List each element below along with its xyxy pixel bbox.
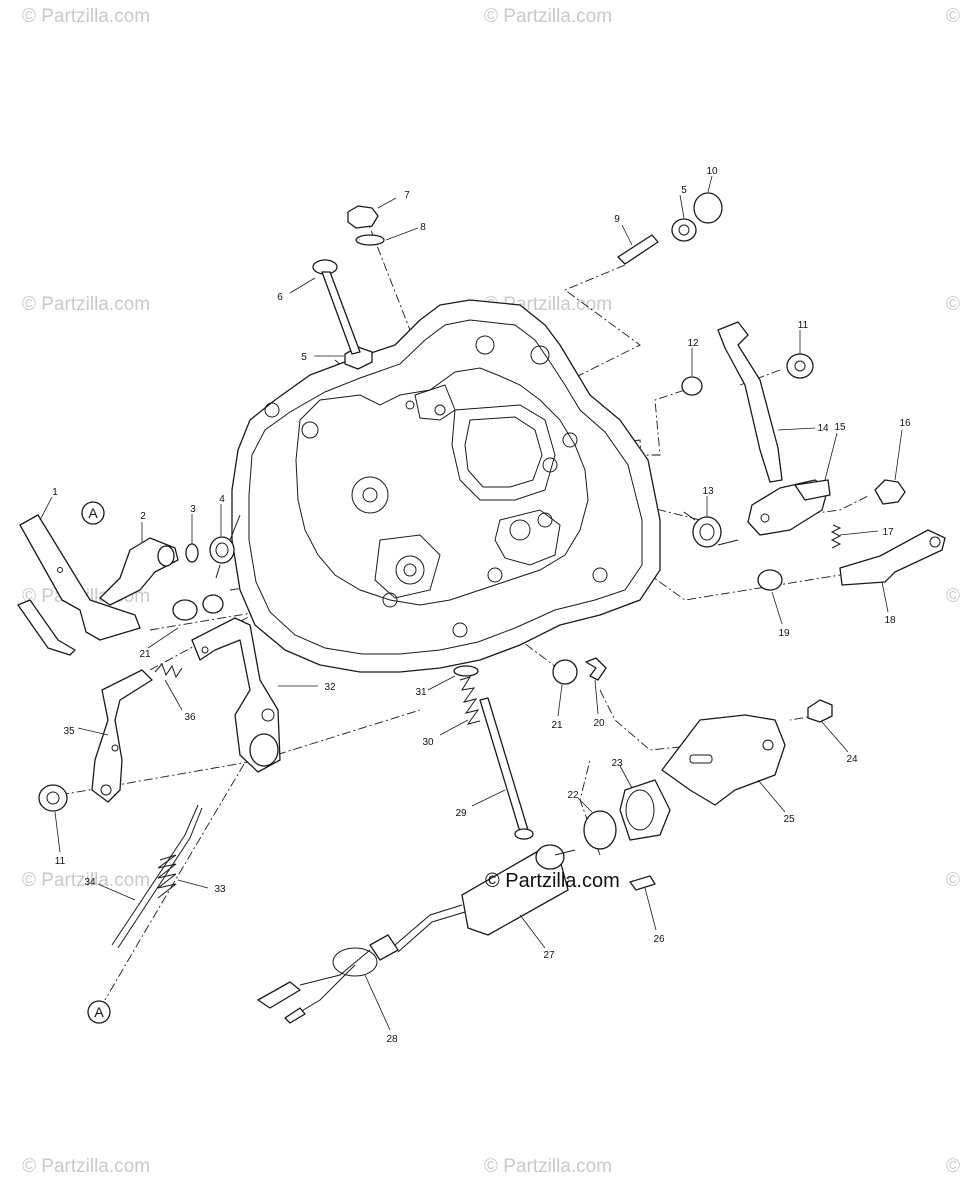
callout-7: 7 bbox=[404, 190, 410, 201]
callout-27: 27 bbox=[543, 950, 555, 961]
watermark: © bbox=[946, 870, 960, 891]
callout-11: 11 bbox=[55, 856, 66, 867]
callout-22: 22 bbox=[567, 790, 579, 801]
watermark: © Partzilla.com bbox=[22, 870, 151, 891]
washer-part-12 bbox=[681, 376, 703, 396]
callout-21: 21 bbox=[139, 649, 151, 660]
lever-part-35 bbox=[91, 669, 153, 803]
shift-lever-part-1 bbox=[17, 514, 141, 656]
spring-part-13 bbox=[683, 511, 739, 548]
callout-20: 20 bbox=[593, 718, 605, 729]
reference-marker-a-bottom: A bbox=[87, 1000, 111, 1024]
callout-34: 34 bbox=[84, 877, 96, 888]
leader-lines bbox=[39, 175, 903, 1031]
bracket-part-15 bbox=[747, 479, 831, 536]
watermark: © bbox=[946, 294, 960, 315]
spring-part-17 bbox=[830, 524, 842, 549]
callout-36: 36 bbox=[184, 712, 196, 723]
ring-part-3 bbox=[185, 543, 199, 563]
callout-8: 8 bbox=[420, 222, 426, 233]
callout-11: 11 bbox=[798, 320, 809, 331]
callout-14: 14 bbox=[817, 423, 829, 434]
reference-marker-a-top: A bbox=[81, 501, 105, 525]
callout-9: 9 bbox=[614, 214, 620, 225]
bracket-part-32 bbox=[191, 617, 281, 773]
callout-12: 12 bbox=[687, 338, 699, 349]
nut-part-11-right bbox=[786, 353, 814, 379]
plug-part-7 bbox=[347, 205, 379, 229]
bolt-part-6 bbox=[312, 259, 361, 355]
watermark: © Partzilla.com bbox=[484, 1156, 613, 1177]
arm-part-18 bbox=[839, 529, 946, 586]
bushing-part-23 bbox=[619, 779, 671, 841]
callout-17: 17 bbox=[882, 527, 894, 538]
callout-5: 5 bbox=[681, 185, 687, 196]
callout-5: 5 bbox=[301, 352, 307, 363]
callout-28: 28 bbox=[386, 1034, 398, 1045]
callout-6: 6 bbox=[277, 292, 283, 303]
washer-part-19 bbox=[757, 569, 783, 591]
callout-33: 33 bbox=[214, 884, 226, 895]
callout-4: 4 bbox=[219, 494, 225, 505]
pin-part-26 bbox=[629, 875, 656, 891]
washer-part-31 bbox=[453, 665, 479, 677]
clip-part-20 bbox=[585, 657, 607, 681]
callout-15: 15 bbox=[834, 422, 846, 433]
watermark: © bbox=[946, 1156, 960, 1177]
callout-23: 23 bbox=[611, 758, 623, 769]
watermark: © bbox=[946, 6, 960, 27]
washer-part-21-left bbox=[172, 599, 198, 621]
callout-10: 10 bbox=[706, 166, 718, 177]
callout-21: 21 bbox=[551, 720, 563, 731]
nut-part-11-left bbox=[38, 784, 68, 812]
callout-24: 24 bbox=[846, 754, 858, 765]
callout-30: 30 bbox=[422, 737, 434, 748]
callout-labels: 1 2 3 4 5 5 6 7 8 9 10 11 11 12 13 14 15… bbox=[52, 166, 911, 1045]
callout-16: 16 bbox=[899, 418, 911, 429]
callout-25: 25 bbox=[783, 814, 795, 825]
watermark-center: © Partzilla.com bbox=[485, 870, 620, 892]
watermark: © Partzilla.com bbox=[22, 294, 151, 315]
rod-part-34 bbox=[111, 804, 203, 949]
watermark: © bbox=[946, 586, 960, 607]
bolt-part-24 bbox=[807, 699, 833, 723]
callout-18: 18 bbox=[884, 615, 896, 626]
washer-part-21-right bbox=[552, 659, 578, 685]
spring-part-4 bbox=[209, 514, 241, 579]
lead-wire-part-28 bbox=[257, 934, 399, 1024]
callout-32: 32 bbox=[324, 682, 336, 693]
callout-1: 1 bbox=[52, 487, 58, 498]
callout-19: 19 bbox=[778, 628, 790, 639]
callout-35: 35 bbox=[63, 726, 75, 737]
washer-part-21-left-b bbox=[202, 594, 224, 614]
gear-case bbox=[231, 299, 661, 673]
callout-3: 3 bbox=[190, 504, 196, 515]
callout-26: 26 bbox=[653, 934, 665, 945]
spring-part-30 bbox=[459, 676, 481, 725]
washer-part-8 bbox=[355, 234, 385, 246]
callout-13: 13 bbox=[702, 486, 714, 497]
nut-part-5-top bbox=[671, 218, 697, 242]
screw-part-29 bbox=[479, 697, 534, 840]
stud-part-9 bbox=[617, 234, 659, 265]
shaft-part-2 bbox=[99, 537, 179, 606]
plate-part-25 bbox=[661, 714, 786, 806]
svg-text:A: A bbox=[88, 505, 98, 521]
watermark: © Partzilla.com bbox=[22, 1156, 151, 1177]
cap-part-10 bbox=[693, 192, 723, 224]
callout-29: 29 bbox=[455, 808, 467, 819]
bolt-part-16 bbox=[874, 479, 906, 505]
watermark: © Partzilla.com bbox=[484, 6, 613, 27]
condenser-part-27 bbox=[394, 844, 576, 953]
svg-text:A: A bbox=[94, 1004, 104, 1020]
seal-part-22 bbox=[583, 810, 617, 850]
watermark: © Partzilla.com bbox=[22, 6, 151, 27]
arm-part-14 bbox=[717, 321, 783, 483]
callout-2: 2 bbox=[140, 511, 146, 522]
callout-31: 31 bbox=[415, 687, 427, 698]
spring-part-36 bbox=[154, 663, 183, 679]
spring-part-33 bbox=[157, 854, 177, 899]
